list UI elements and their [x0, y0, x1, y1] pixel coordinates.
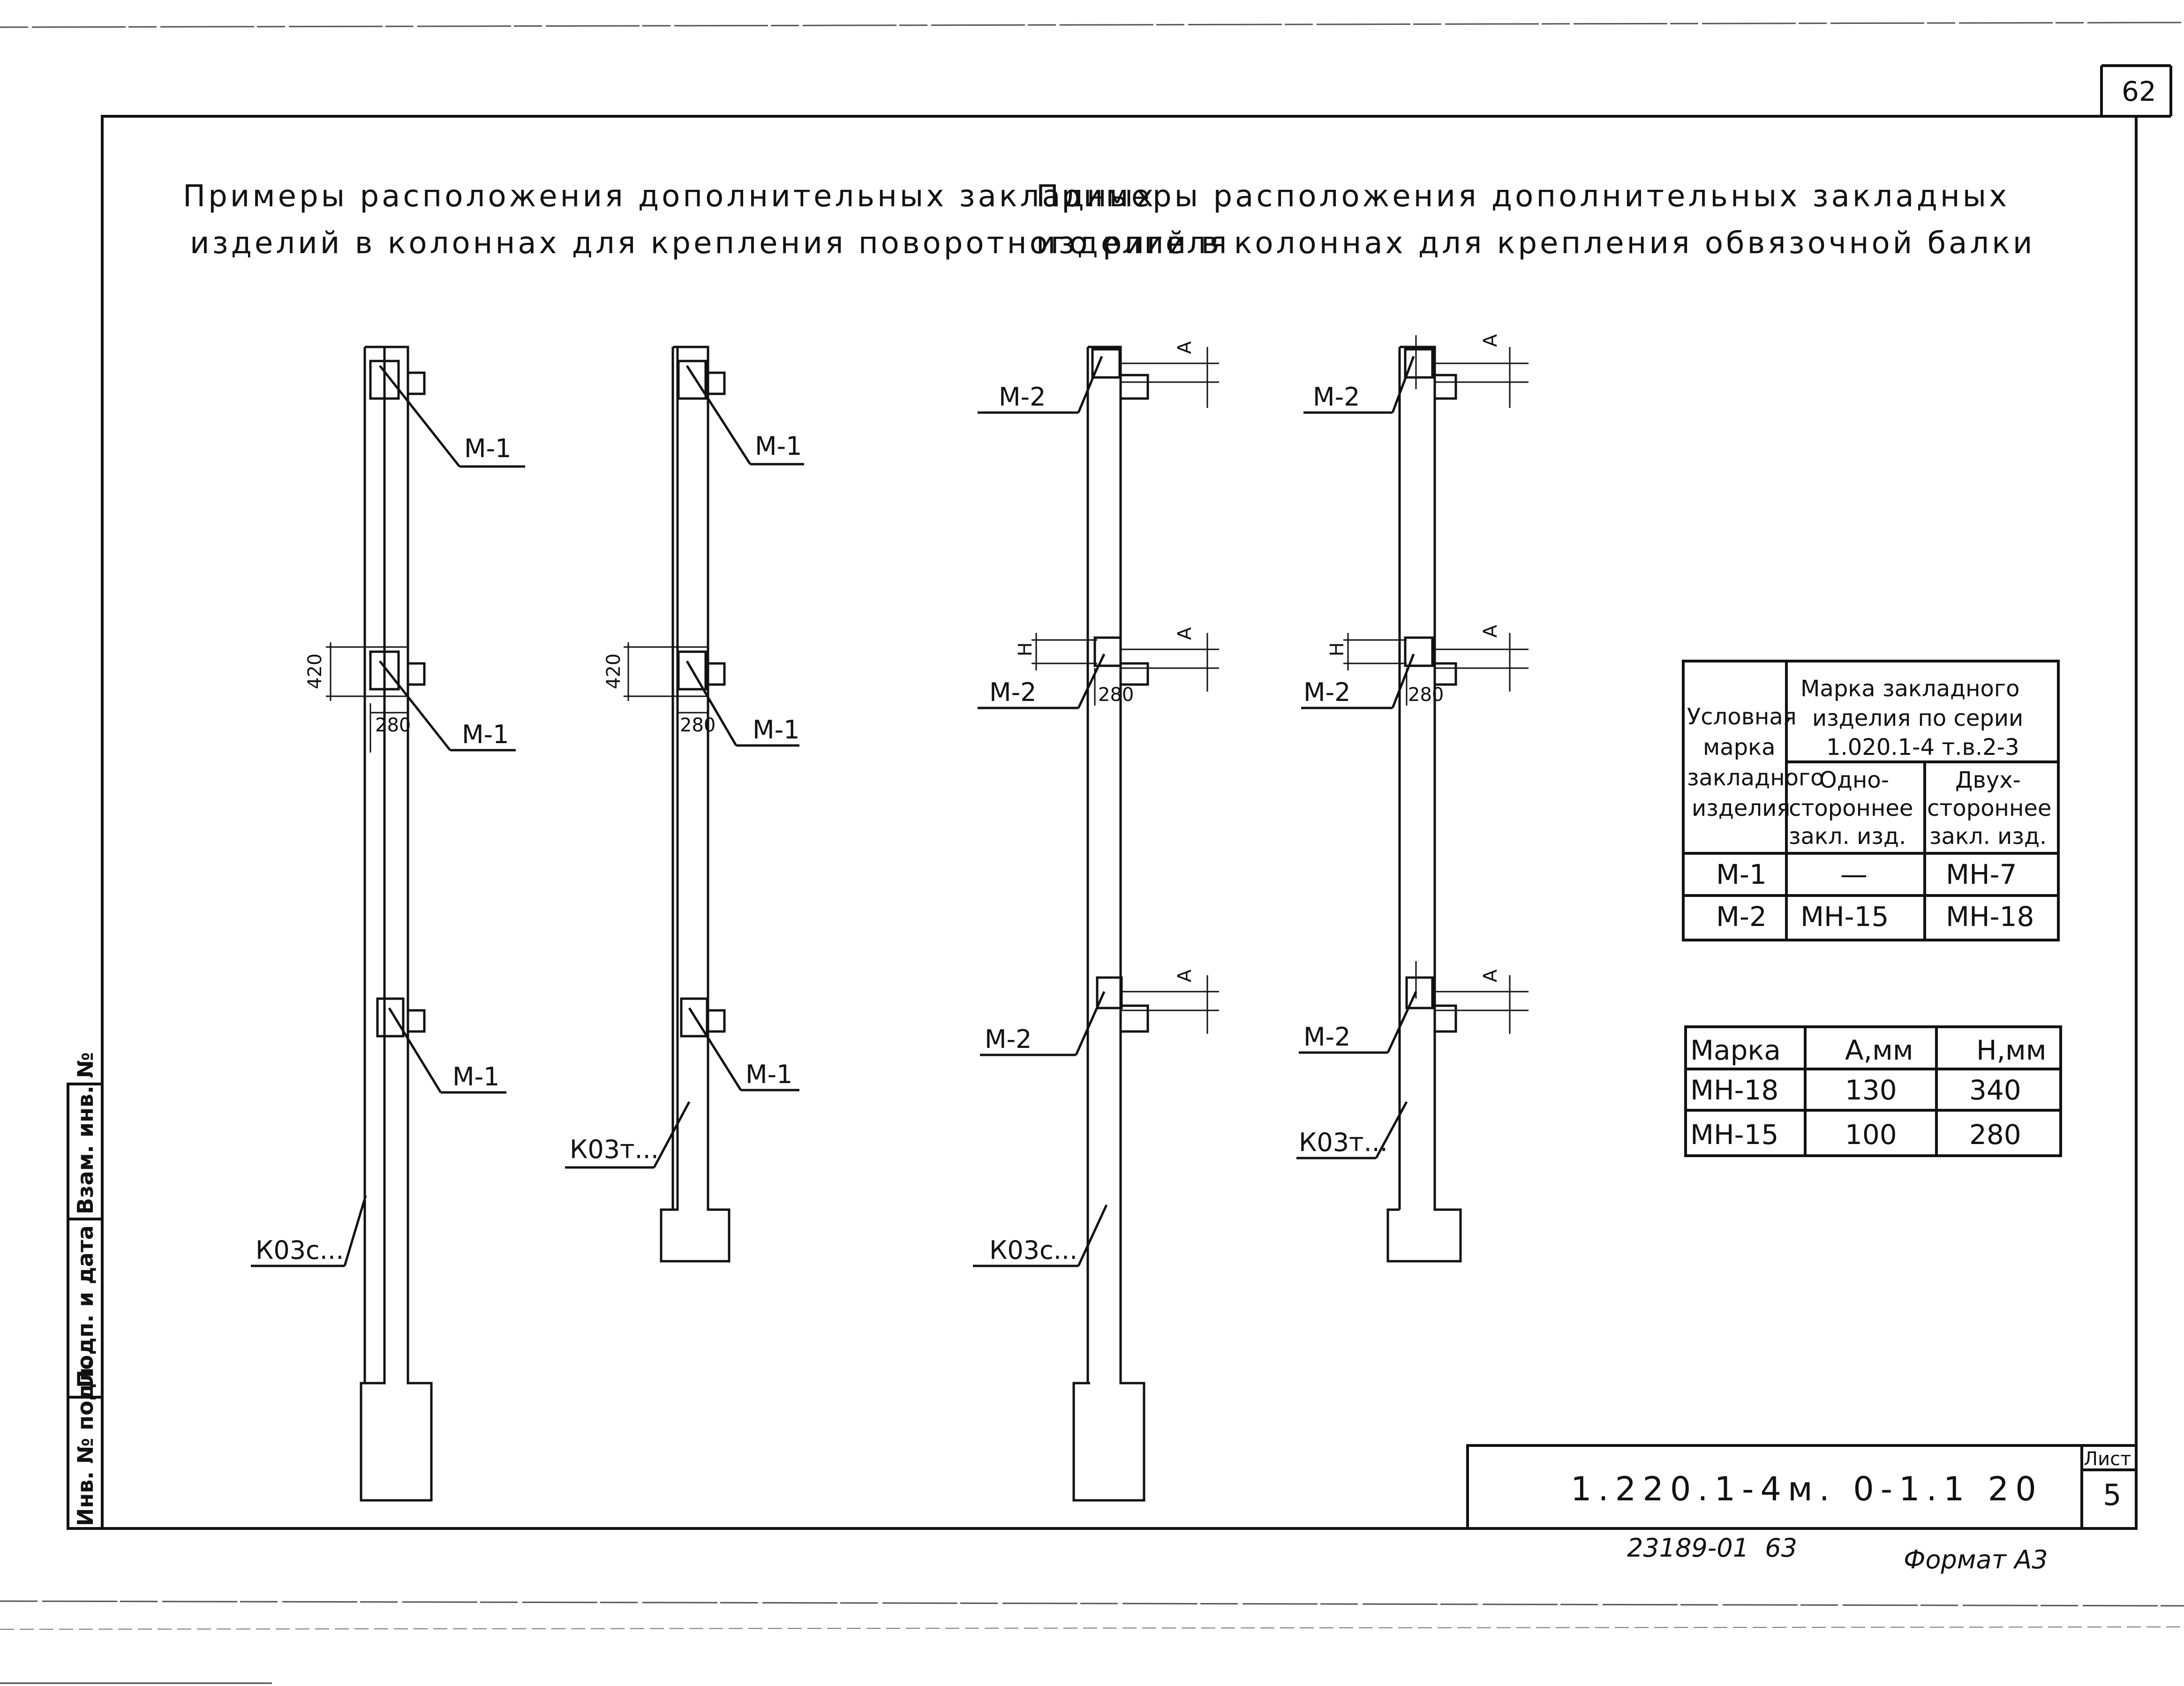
- table1-group-header-1: Марка закладного: [1800, 676, 2020, 702]
- embedded-items-table: [1682, 660, 2060, 941]
- table2-r1-c2: 130: [1845, 1074, 1897, 1106]
- table1-col3-header-3: закл. изд.: [1929, 823, 2047, 850]
- title-left-line-1: Примеры расположения дополнительных закл…: [183, 179, 1156, 214]
- table1-col1-header-3: закладного: [1687, 765, 1824, 791]
- col4-mark-3: М-2: [1303, 1022, 1350, 1052]
- table1-col1-header-2: марка: [1703, 734, 1776, 760]
- table1-r1-c2: —: [1840, 858, 1868, 890]
- col3-dim-horizontal: 280: [1098, 684, 1134, 706]
- col3-dim-a-1: А: [1174, 341, 1196, 354]
- table1-header: Условная марка закладного изделия Марка …: [1687, 676, 2051, 850]
- side-stamp-inv-podl: Инв. № подл.: [73, 1359, 98, 1526]
- col4-dim-horizontal: 280: [1408, 684, 1444, 706]
- dimensions-table: [1684, 1025, 2062, 1157]
- col1-mark-3: М-1: [452, 1062, 499, 1091]
- col2-mark-3: М-1: [746, 1060, 792, 1089]
- col4-dim-a-2: А: [1480, 625, 1501, 638]
- title-left-line-2: изделий в колоннах для крепления поворот…: [190, 226, 1230, 261]
- table2-row-2: МН-15 100 280: [1690, 1119, 2021, 1151]
- table1-col2-header-2: стороннее: [1789, 795, 1913, 821]
- order-number: 23189-01 63: [1627, 1533, 1797, 1563]
- table1-row-2: М-2 МН-15 МН-18: [1716, 901, 2034, 933]
- title-block: [1466, 1444, 2138, 1530]
- col4-mark-2: М-2: [1303, 677, 1350, 707]
- corner-sheet-number: 62: [2122, 75, 2156, 107]
- table1-col3-header-1: Двух-: [1955, 767, 2021, 793]
- drawing-frame: [101, 64, 2172, 1530]
- table1-r1-c3: МН-7: [1946, 858, 2017, 890]
- table2-r1-c3: 340: [1969, 1074, 2021, 1106]
- table1-col2-header-1: Одно-: [1819, 767, 1889, 793]
- col4-dim-a-3: А: [1480, 969, 1501, 982]
- col3-dim-a-2: А: [1174, 627, 1196, 640]
- table2-r2-c1: МН-15: [1690, 1119, 1778, 1151]
- table1-row-1: М-1 — МН-7: [1716, 858, 2017, 890]
- table1-col1-header-4: изделия: [1692, 795, 1790, 821]
- title-block-code: 1.220.1-4м. 0-1.1 20: [1571, 1470, 2043, 1508]
- col4-mark-1: М-2: [1313, 382, 1360, 412]
- col3-mark-2: М-2: [989, 677, 1036, 707]
- col3-dim-a-3: А: [1174, 969, 1196, 982]
- table2-r2-c2: 100: [1845, 1119, 1897, 1151]
- col1-column-mark: К03с...: [256, 1235, 344, 1265]
- side-stamp: [67, 1083, 104, 1530]
- col3-mark-1: М-2: [999, 382, 1046, 412]
- column-2-drawing: [565, 346, 804, 1263]
- table2-r2-c3: 280: [1969, 1119, 2021, 1151]
- col4-column-mark: К03т...: [1299, 1128, 1388, 1157]
- col1-mark-2: М-1: [462, 720, 509, 749]
- col2-mark-2: М-1: [753, 715, 799, 745]
- column-3-drawing: [973, 346, 1219, 1502]
- col2-dim-vertical: 420: [603, 654, 625, 689]
- col1-mark-1: М-1: [464, 434, 511, 463]
- title-block-sheet-value: 5: [2103, 1478, 2121, 1512]
- col4-dim-h: Н: [1326, 642, 1348, 656]
- table2-row-1: МН-18 130 340: [1690, 1074, 2021, 1106]
- col2-mark-1: М-1: [755, 431, 802, 461]
- col3-mark-3: М-2: [985, 1024, 1032, 1054]
- col3-column-mark: К03с...: [989, 1235, 1077, 1265]
- table1-col2-header-3: закл. изд.: [1789, 823, 1906, 850]
- table2-header-h: Н,мм: [1976, 1034, 2047, 1066]
- column-4-drawing: [1296, 335, 1529, 1263]
- column-1-drawing: [251, 346, 525, 1502]
- col4-dim-a-1: А: [1480, 334, 1501, 347]
- side-stamp-podp-data: Подп. и дата: [73, 1225, 98, 1388]
- title-block-sheet-label: Лист: [2084, 1448, 2131, 1470]
- table1-r2-c2: МН-15: [1800, 901, 1889, 933]
- table1-col3-header-2: стороннее: [1927, 795, 2051, 821]
- table2-header: Марка А,мм Н,мм: [1690, 1034, 2047, 1066]
- table1-group-header-3: 1.020.1-4 т.в.2-3: [1826, 734, 2019, 760]
- table1-col1-header-1: Условная: [1687, 704, 1797, 730]
- table1-group-header-2: изделия по серии: [1812, 705, 2023, 731]
- table2-r1-c1: МН-18: [1690, 1074, 1778, 1106]
- table1-r2-c1: М-2: [1716, 901, 1767, 933]
- title-right-line-1: Примеры расположения дополнительных закл…: [1036, 179, 2010, 214]
- table1-r1-c1: М-1: [1716, 858, 1767, 890]
- col1-dim-horizontal: 280: [375, 715, 411, 736]
- col2-column-mark: К03т...: [570, 1135, 659, 1164]
- side-stamp-vzam-inv: Взам. инв. №: [73, 1052, 98, 1214]
- title-right-line-2: изделий в колоннах для крепления обвязоч…: [1036, 226, 2035, 261]
- format-label: Формат А3: [1904, 1545, 2048, 1574]
- table1-r2-c3: МН-18: [1946, 901, 2034, 933]
- table2-header-a: А,мм: [1845, 1034, 1913, 1066]
- col2-dim-horizontal: 280: [680, 715, 715, 736]
- col1-dim-vertical: 420: [304, 654, 326, 689]
- col3-dim-h: Н: [1015, 642, 1036, 656]
- table2-header-mark: Марка: [1690, 1034, 1781, 1066]
